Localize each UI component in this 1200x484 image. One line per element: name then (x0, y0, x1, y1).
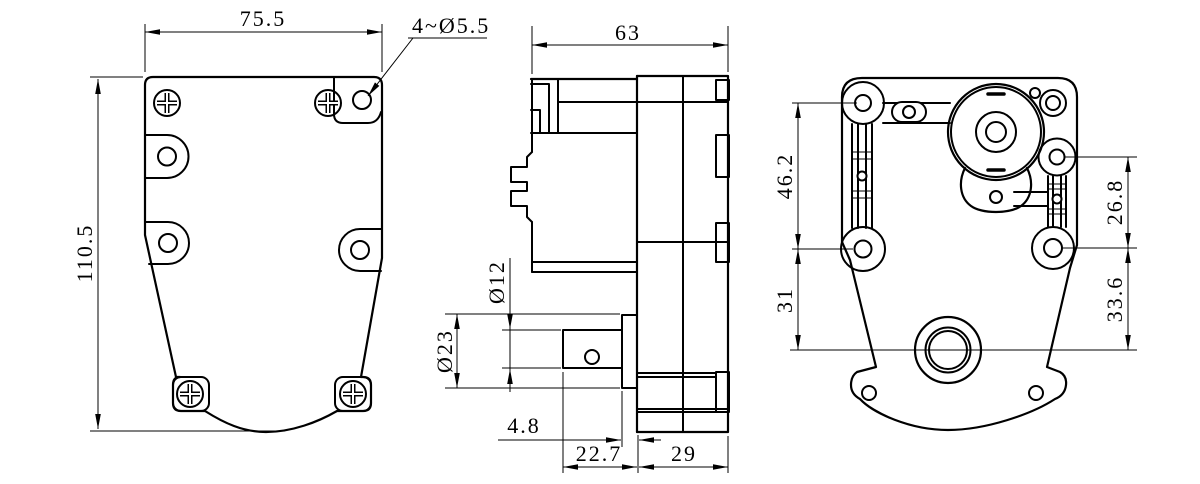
dim-shaft-diameter: Ø12 (484, 260, 509, 304)
mount-hole (352, 90, 372, 110)
dim-side-depth: 63 (615, 20, 641, 45)
ear-hole (350, 240, 370, 260)
motor-back (946, 82, 1046, 182)
motor-side (510, 77, 729, 273)
gearbox-side (635, 74, 730, 434)
dim-front-height: 110.5 (72, 224, 97, 283)
ear-hole (158, 233, 178, 253)
dim-back-right-upper: 26.8 (1102, 179, 1127, 226)
gearbox-detail-lines (636, 241, 729, 413)
dim-shaft-projection: 22.7 (576, 441, 623, 466)
right-rib (1013, 175, 1067, 228)
gearbox-edge-bosses (715, 79, 730, 413)
back-view: 46.2 31 26.8 33.6 (772, 76, 1137, 432)
motor-endcap-detail (530, 78, 729, 134)
bottom-tab (172, 376, 210, 412)
dim-front-mount-holes: 4~Ø5.5 (412, 13, 490, 38)
top-rib (882, 101, 951, 124)
base-hole (861, 385, 877, 401)
dim-front-width: 75.5 (240, 6, 287, 31)
dim-back-left-lower: 31 (772, 287, 797, 313)
base-hole (1028, 385, 1044, 401)
front-outline (143, 75, 384, 434)
side-ears (144, 134, 383, 272)
front-dimension-lines (90, 24, 487, 432)
bottom-tab (334, 376, 372, 412)
dim-gearbox-depth: 29 (671, 441, 697, 466)
shaft-cross-hole (584, 349, 600, 365)
output-shaft-side (562, 314, 638, 389)
motor-terminals (510, 151, 533, 223)
motor-shaft-hole (985, 121, 1007, 143)
left-rib (851, 123, 873, 229)
back-dimension-lines (790, 102, 1137, 351)
motor-terminal-marks (986, 92, 1006, 172)
dim-back-right-lower: 33.6 (1102, 276, 1127, 323)
mounting-bosses (840, 81, 1077, 272)
center-lug (959, 166, 1033, 214)
dim-boss-length: 4.8 (507, 413, 541, 438)
back-outline (840, 76, 1079, 432)
dim-boss-diameter: Ø23 (432, 329, 457, 373)
phillips-screws (154, 90, 366, 407)
shaft-boss (621, 314, 638, 389)
front-view: 75.5 110.5 4~Ø5.5 (72, 6, 490, 434)
side-view: 63 Ø12 Ø23 4.8 22.7 29 (432, 20, 730, 473)
side-dimension-lines (445, 26, 729, 473)
output-shaft (562, 329, 623, 369)
dim-back-left-upper: 46.2 (772, 153, 797, 200)
ear-hole (157, 146, 177, 167)
corner-lug-line (333, 76, 382, 124)
